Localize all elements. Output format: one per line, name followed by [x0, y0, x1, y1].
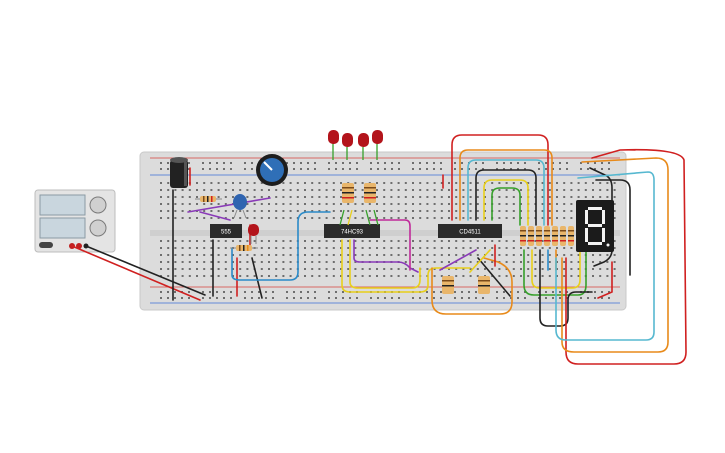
- resistor-group[interactable]: [442, 276, 490, 294]
- wire-red[interactable]: [71, 245, 201, 301]
- wire-black[interactable]: [475, 169, 537, 226]
- wire-black[interactable]: [251, 257, 263, 299]
- segment-resistor-bank[interactable]: [520, 226, 574, 246]
- led-group[interactable]: [328, 130, 383, 160]
- wire-purple[interactable]: [187, 197, 271, 213]
- wire-black[interactable]: [85, 245, 206, 296]
- wire-purple[interactable]: [199, 211, 231, 221]
- wire-orange[interactable]: [561, 157, 669, 353]
- power-supply-icon[interactable]: [34, 189, 116, 253]
- chip-label: 74HC93: [341, 230, 364, 236]
- wire-magenta[interactable]: [369, 219, 411, 271]
- display-segments: [585, 207, 605, 245]
- wire-cyan[interactable]: [467, 159, 545, 226]
- chip-label: 555: [221, 230, 232, 236]
- led-icon[interactable]: [328, 130, 339, 160]
- ceramic-capacitor-icon[interactable]: [233, 194, 247, 219]
- led-icon[interactable]: [248, 224, 259, 244]
- display-digit: 8: [0, 0, 1, 1]
- resistor-group[interactable]: [339, 183, 379, 226]
- potentiometer-icon[interactable]: [256, 154, 288, 186]
- chip-74hc93[interactable]: 74HC93: [324, 224, 380, 238]
- chip-label: CD4511: [459, 230, 481, 236]
- wire-cyan[interactable]: [555, 171, 655, 341]
- resistor-icon[interactable]: [230, 245, 258, 251]
- wire-red[interactable]: [597, 261, 613, 299]
- wire-blue[interactable]: [231, 211, 331, 281]
- chip-555[interactable]: 555: [210, 224, 242, 238]
- wire-purple[interactable]: [353, 239, 419, 273]
- wire-red[interactable]: [451, 134, 549, 226]
- led-icon[interactable]: [342, 133, 353, 160]
- wire-orange[interactable]: [459, 149, 553, 226]
- wire-yellow[interactable]: [341, 239, 471, 293]
- wire-group[interactable]: [71, 134, 687, 365]
- wire-orange[interactable]: [431, 257, 513, 315]
- wire-red[interactable]: [565, 148, 687, 365]
- breadboard[interactable]: [139, 151, 627, 311]
- led-icon[interactable]: [372, 130, 383, 160]
- capacitor-icon[interactable]: [170, 157, 188, 188]
- wire-yellow[interactable]: [483, 179, 529, 226]
- wire-black[interactable]: [595, 179, 631, 276]
- led-icon[interactable]: [358, 133, 369, 160]
- wire-yellow[interactable]: [469, 249, 491, 273]
- seven-segment-display-icon[interactable]: 8: [0, 0, 614, 252]
- chip-cd4511[interactable]: CD4511: [438, 224, 502, 238]
- wire-black[interactable]: [477, 257, 511, 297]
- resistor-icon[interactable]: [195, 196, 222, 202]
- wire-purple[interactable]: [439, 249, 477, 271]
- wire-yellow[interactable]: [349, 239, 421, 289]
- wire-green[interactable]: [491, 187, 521, 226]
